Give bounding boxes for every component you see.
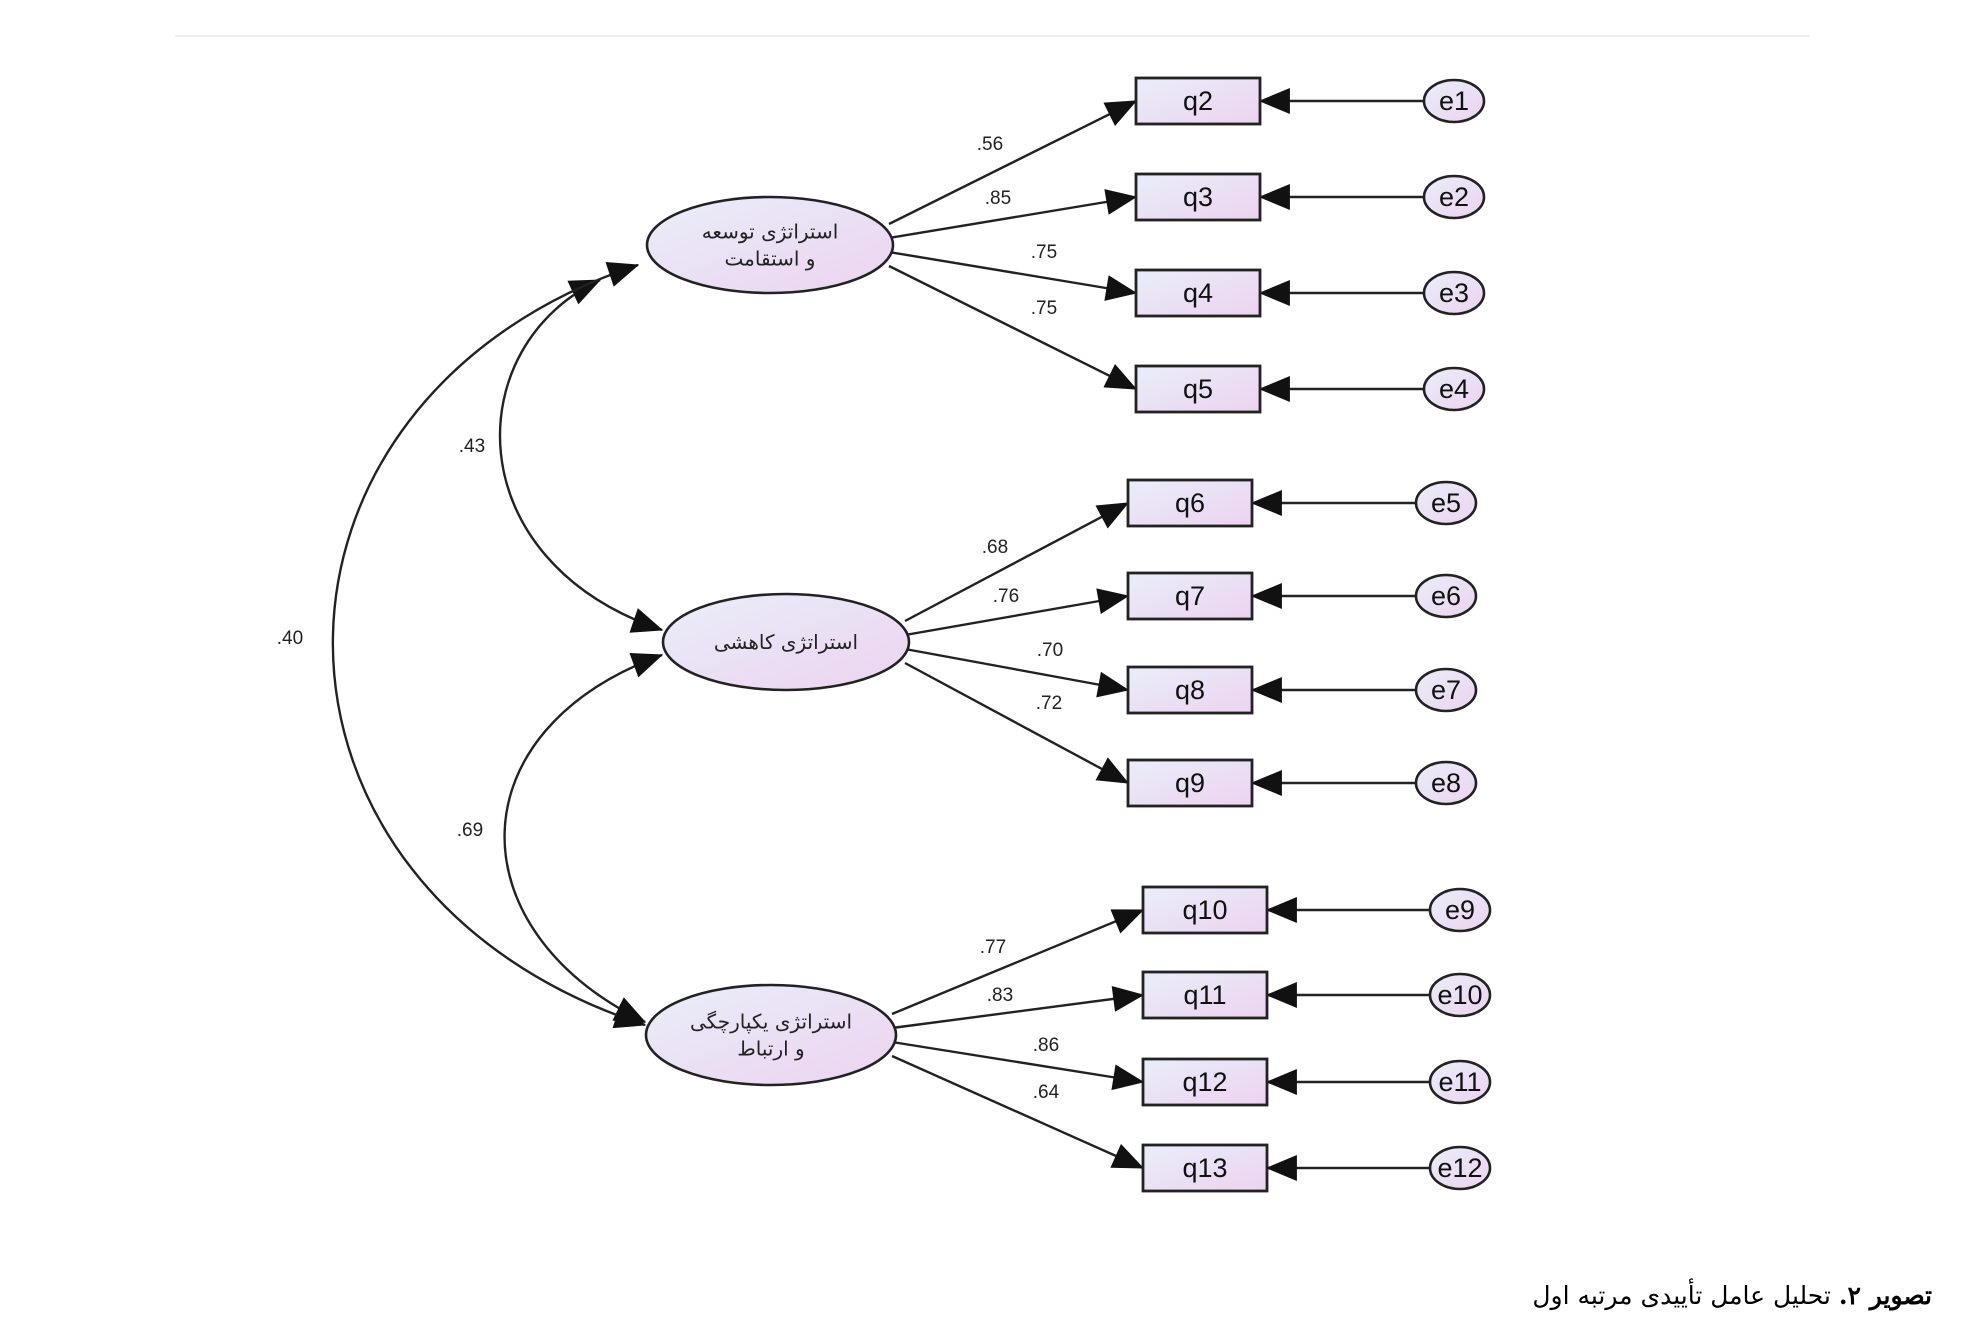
indicator-box bbox=[1141, 1143, 1269, 1193]
caption-prefix: تصویر ۲. bbox=[1838, 1281, 1932, 1310]
loading-path bbox=[891, 1040, 1145, 1091]
indicator-box bbox=[1126, 571, 1254, 621]
error-term bbox=[1414, 480, 1478, 526]
correlation-arc bbox=[503, 652, 664, 1024]
indicator-box bbox=[1141, 885, 1269, 935]
loading-label: .75 bbox=[1031, 242, 1057, 263]
error-label: e3 bbox=[1439, 278, 1469, 308]
loading-label: .85 bbox=[985, 188, 1011, 209]
correlation-arc bbox=[331, 262, 647, 1029]
indicator-label: q6 bbox=[1175, 488, 1205, 518]
latent-label: و استقامت bbox=[725, 247, 816, 271]
indicator-box bbox=[1134, 364, 1262, 414]
latent-label: استراتژی کاهشی bbox=[714, 630, 858, 654]
loading-label: .70 bbox=[1037, 640, 1063, 661]
error-term bbox=[1414, 573, 1478, 619]
error-term bbox=[1422, 270, 1486, 316]
indicator-label: q12 bbox=[1182, 1067, 1227, 1097]
loading-path bbox=[904, 588, 1130, 637]
error-term bbox=[1422, 366, 1486, 412]
error-label: e10 bbox=[1437, 980, 1482, 1010]
latent-label: استراتژی یکپارچگی bbox=[690, 1010, 852, 1035]
error-label: e12 bbox=[1437, 1153, 1482, 1183]
loading-path bbox=[888, 264, 1138, 391]
loading-label: .86 bbox=[1033, 1035, 1059, 1056]
loading-path bbox=[891, 1054, 1145, 1170]
error-term bbox=[1414, 760, 1478, 806]
loading-label: .56 bbox=[977, 134, 1003, 155]
indicator-label: q10 bbox=[1182, 895, 1227, 925]
error-label: e1 bbox=[1439, 86, 1469, 116]
loading-label: .72 bbox=[1036, 693, 1062, 714]
loading-path bbox=[888, 189, 1138, 240]
error-term bbox=[1428, 1059, 1492, 1105]
indicator-label: q4 bbox=[1183, 278, 1213, 308]
loading-path bbox=[891, 908, 1145, 1016]
indicator-label: q13 bbox=[1182, 1153, 1227, 1183]
indicator-label: q8 bbox=[1175, 675, 1205, 705]
loading-label: .68 bbox=[982, 537, 1008, 558]
error-label: e6 bbox=[1431, 581, 1461, 611]
correlation-label: .43 bbox=[459, 436, 485, 457]
loading-path bbox=[904, 647, 1130, 698]
error-term bbox=[1422, 78, 1486, 124]
loading-label: .83 bbox=[987, 985, 1013, 1006]
latent-factor bbox=[661, 592, 911, 692]
error-term bbox=[1428, 1145, 1492, 1191]
indicator-box bbox=[1126, 758, 1254, 808]
error-label: e9 bbox=[1445, 895, 1475, 925]
figure-caption: تصویر ۲. تحلیل عامل تأییدی مرتبه اول bbox=[1532, 1281, 1932, 1310]
indicator-label: q7 bbox=[1175, 581, 1205, 611]
indicator-box bbox=[1134, 172, 1262, 222]
error-term bbox=[1422, 174, 1486, 220]
error-label: e11 bbox=[1438, 1067, 1481, 1097]
correlation-arc bbox=[498, 278, 664, 633]
latent-factor bbox=[644, 983, 898, 1087]
indicator-box bbox=[1134, 268, 1262, 318]
indicator-label: q9 bbox=[1175, 768, 1205, 798]
loading-path bbox=[888, 99, 1138, 226]
indicator-label: q5 bbox=[1183, 374, 1213, 404]
indicator-box bbox=[1126, 478, 1254, 528]
error-label: e2 bbox=[1439, 182, 1469, 212]
latent-label: و ارتباط bbox=[737, 1037, 804, 1061]
error-term bbox=[1428, 972, 1492, 1018]
latent-factor bbox=[645, 195, 895, 295]
indicator-box bbox=[1141, 970, 1269, 1020]
loading-path bbox=[904, 501, 1130, 623]
indicator-label: q2 bbox=[1183, 86, 1213, 116]
indicator-box bbox=[1141, 1057, 1269, 1107]
error-term bbox=[1428, 887, 1492, 933]
loading-path bbox=[888, 250, 1138, 301]
correlation-label: .40 bbox=[277, 628, 303, 649]
indicator-box bbox=[1134, 76, 1262, 126]
error-label: e7 bbox=[1431, 675, 1461, 705]
correlation-label: .69 bbox=[457, 820, 483, 841]
indicator-label: q11 bbox=[1183, 980, 1226, 1010]
loading-path bbox=[891, 986, 1145, 1030]
error-label: e8 bbox=[1431, 768, 1461, 798]
loading-path bbox=[904, 661, 1130, 785]
error-label: e4 bbox=[1439, 374, 1469, 404]
error-term bbox=[1414, 667, 1478, 713]
error-label: e5 bbox=[1431, 488, 1461, 518]
latent-label: استراتژی توسعه bbox=[702, 220, 839, 244]
indicator-label: q3 bbox=[1183, 182, 1213, 212]
loading-label: .76 bbox=[993, 586, 1019, 607]
indicator-box bbox=[1126, 665, 1254, 715]
loading-label: .75 bbox=[1031, 298, 1057, 319]
loading-label: .77 bbox=[980, 937, 1006, 958]
loading-label: .64 bbox=[1033, 1082, 1060, 1103]
caption-text: تحلیل عامل تأییدی مرتبه اول bbox=[1532, 1281, 1839, 1310]
